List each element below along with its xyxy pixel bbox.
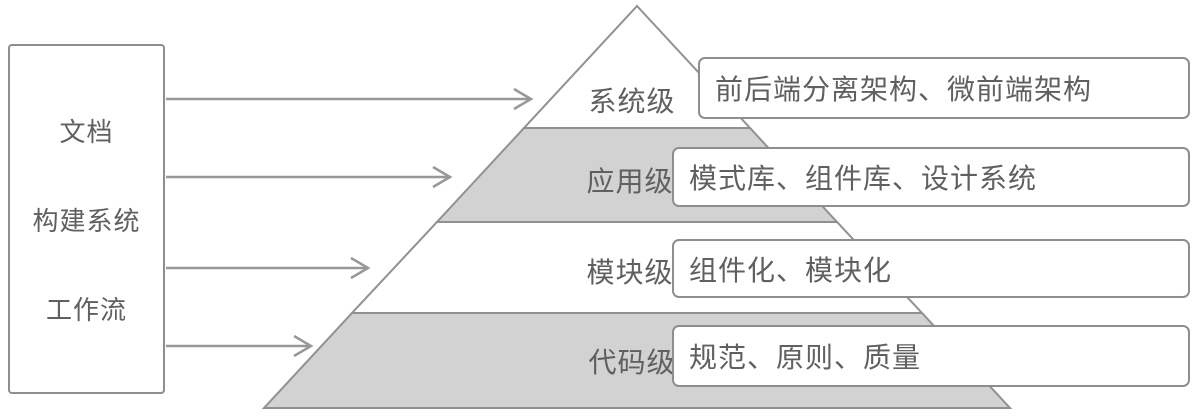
workflow-box-line-workflow: 工作流 <box>45 294 127 325</box>
desc-box-system: 前后端分离架构、微前端架构 <box>698 57 1190 119</box>
desc-text-code: 规范、原则、质量 <box>689 342 922 373</box>
desc-box-application: 模式库、组件库、设计系统 <box>672 147 1190 207</box>
level-label-code: 代码级 <box>588 347 676 378</box>
workflow-box: 文档 构建系统 工作流 <box>8 44 165 394</box>
desc-box-code: 规范、原则、质量 <box>672 325 1190 387</box>
workflow-box-line-docs: 文档 <box>59 116 114 147</box>
level-label-application: 应用级 <box>586 166 674 197</box>
desc-text-application: 模式库、组件库、设计系统 <box>689 163 1038 194</box>
level-label-system: 系统级 <box>588 86 676 117</box>
arrow-to-code-level <box>166 334 314 358</box>
level-label-module: 模块级 <box>586 257 674 288</box>
arrow-to-system-level <box>166 87 534 111</box>
arrow-to-application-level <box>166 165 453 189</box>
desc-text-module: 组件化、模块化 <box>689 254 893 286</box>
desc-box-module: 组件化、模块化 <box>672 239 1190 298</box>
workflow-box-line-build-system: 构建系统 <box>32 205 141 236</box>
desc-text-system: 前后端分离架构、微前端架构 <box>715 74 1093 105</box>
arrow-to-module-level <box>166 256 371 280</box>
